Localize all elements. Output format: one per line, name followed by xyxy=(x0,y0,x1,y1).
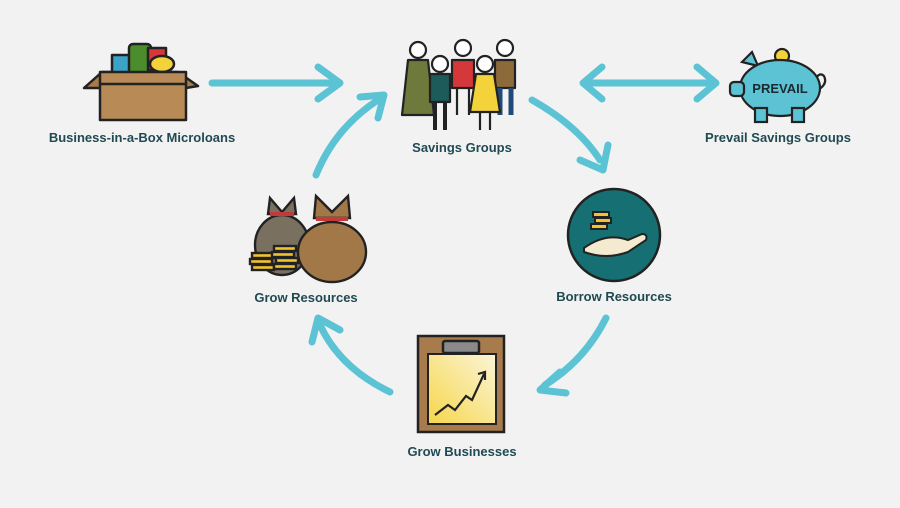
savings-groups-label: Savings Groups xyxy=(412,140,512,155)
arrow-grow-businesses-to-resources xyxy=(308,314,394,396)
arrow-resources-to-savings xyxy=(312,91,388,179)
grow-businesses-label: Grow Businesses xyxy=(407,444,517,459)
microloans-label: Business-in-a-Box Microloans xyxy=(48,130,236,145)
arrow-borrow-to-grow-businesses xyxy=(536,314,610,397)
open-box-with-goods-icon xyxy=(82,42,200,122)
prevail-savings-groups-label: Prevail Savings Groups xyxy=(705,130,851,145)
piggy-bank-icon: PREVAIL xyxy=(728,47,827,124)
grow-resources-label: Grow Resources xyxy=(254,290,358,305)
piggy-bank-text: PREVAIL xyxy=(752,81,807,96)
group-of-people-icon xyxy=(400,38,517,130)
money-bags-and-coins-icon xyxy=(248,193,368,284)
clipboard-growth-chart-icon xyxy=(416,334,506,434)
arrow-savings-prevail-bidirectional xyxy=(579,63,720,103)
arrow-microloans-to-savings xyxy=(208,63,344,103)
hand-receiving-coins-icon xyxy=(566,187,662,283)
borrow-resources-label: Borrow Resources xyxy=(556,289,672,304)
arrow-savings-to-borrow xyxy=(528,96,612,174)
